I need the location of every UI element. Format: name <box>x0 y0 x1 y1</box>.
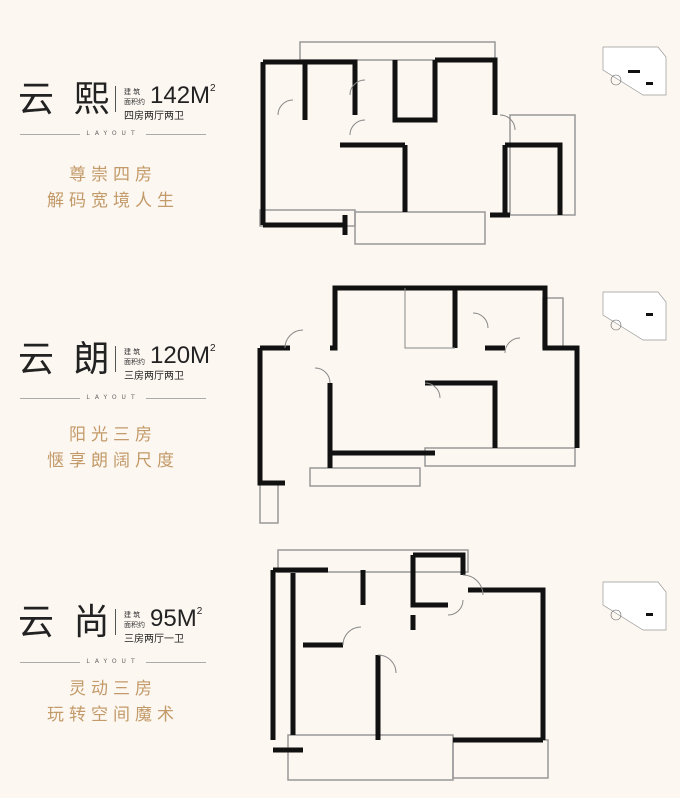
area-number: 95 <box>150 605 177 632</box>
divider <box>115 609 116 635</box>
layout-label: LAYOUT <box>80 130 146 138</box>
area-sup: 2 <box>210 343 216 354</box>
room-type: 三房两厅两卫 <box>124 371 184 382</box>
slogan: 阳光三房惬享朗阔尺度 <box>20 422 206 474</box>
floor-plan-95 <box>270 549 549 781</box>
unit-name: 云 朗 <box>18 339 114 380</box>
area-sup: 2 <box>210 83 216 94</box>
area-value: 120M2 <box>150 344 216 368</box>
slogan-line: 玩转空间魔术 <box>47 705 179 725</box>
area-number: 142 <box>150 82 191 109</box>
slogan: 灵动三房玩转空间魔术 <box>20 676 206 728</box>
slogan-line: 尊崇四房 <box>69 165 157 185</box>
layout-label: LAYOUT <box>80 394 146 402</box>
area-sup: 2 <box>196 606 203 617</box>
area-unit: M <box>176 605 197 632</box>
slogan-line: 惬享朗阔尺度 <box>47 451 179 471</box>
site-map-icon <box>602 46 667 96</box>
area-unit: M <box>190 82 211 109</box>
area-label: 建 筑 面积约 <box>124 611 145 629</box>
room-type: 三房两厅一卫 <box>124 634 184 645</box>
divider <box>115 346 116 372</box>
area-number: 120 <box>150 342 191 369</box>
divider <box>115 86 116 112</box>
area-label: 建 筑 面积约 <box>124 348 145 366</box>
slogan-line: 阳光三房 <box>69 425 157 445</box>
slogan-line: 灵动三房 <box>69 679 157 699</box>
site-map-icon <box>602 581 667 631</box>
area-unit: M <box>190 342 211 369</box>
area-value: 95M2 <box>150 607 202 631</box>
slogan: 尊崇四房解码宽境人生 <box>20 162 206 214</box>
layout-label: LAYOUT <box>80 658 146 666</box>
unit-name: 云 尚 <box>18 602 114 643</box>
floor-plan-120 <box>257 285 580 524</box>
room-type: 四房两厅两卫 <box>124 111 184 122</box>
slogan-line: 解码宽境人生 <box>47 191 179 211</box>
unit-name: 云 熙 <box>18 79 114 120</box>
area-value: 142M2 <box>150 84 216 108</box>
site-map-icon <box>602 291 667 341</box>
floor-plan-142 <box>259 41 576 245</box>
area-label: 建 筑 面积约 <box>124 88 145 106</box>
